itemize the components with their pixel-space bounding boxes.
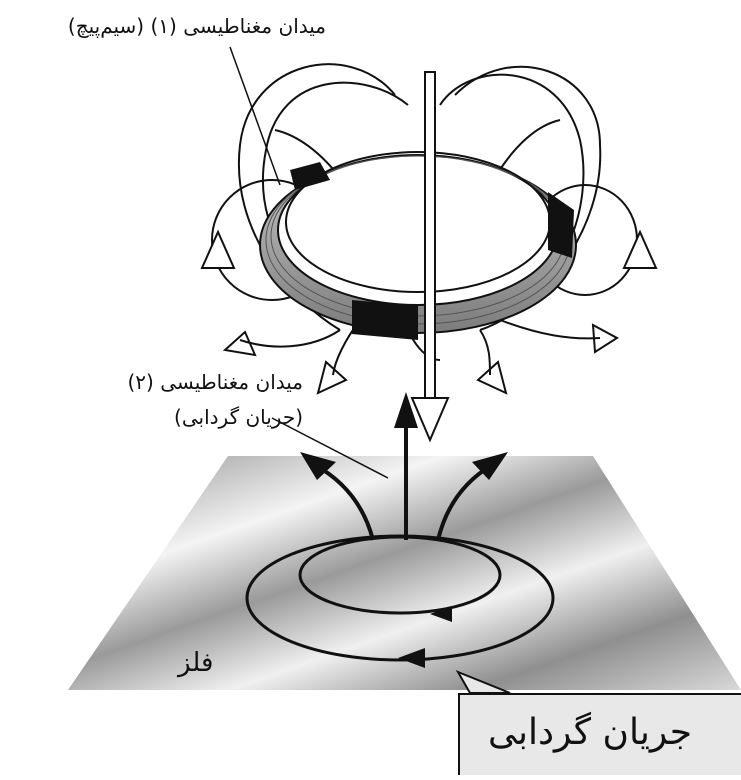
eddy-loop-inner (298, 535, 502, 615)
label-magnetic-field-2: میدان مغناطیسی (۲) (127, 370, 303, 394)
central-field-arrow (410, 71, 450, 443)
label-eddy-current-small: (جریان گردابی) (174, 405, 303, 429)
eddy-arrow-inner (430, 606, 452, 622)
leader-line-field2 (271, 417, 389, 479)
label-metal: فلز (178, 648, 214, 678)
eddy-current-loops (245, 534, 555, 662)
callout-box (458, 693, 741, 775)
coil-band-left (290, 162, 330, 190)
coil-band-right (548, 192, 574, 258)
eddy-arrow-outer (398, 648, 425, 668)
secondary-arrowheads (300, 392, 508, 480)
leader-line-field1 (229, 46, 281, 186)
coil-band-front (352, 300, 418, 340)
label-magnetic-field-1: میدان مغناطیسی (۱) (سیم‌پیچ) (67, 14, 326, 38)
coil-field-lower-lines (239, 319, 601, 376)
label-eddy-current-callout: جریان گردابی (488, 712, 693, 753)
metal-plate (68, 456, 741, 690)
coil-field-arrowheads (200, 229, 658, 395)
coil (259, 151, 577, 340)
